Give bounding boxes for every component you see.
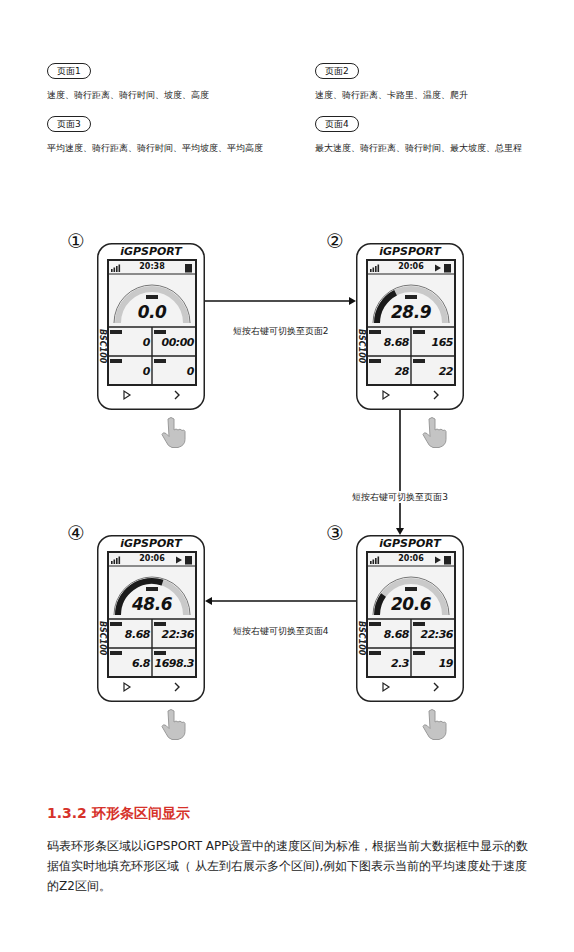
- callout-number: ②: [323, 229, 347, 253]
- field-value: 2.3: [369, 657, 409, 670]
- hand-icon: [423, 710, 446, 740]
- hand-icon: [162, 418, 185, 448]
- clock-time: 20:06: [386, 262, 436, 272]
- field-list: 平均速度、骑行距离、骑行时间、平均坡度、平均高度: [47, 142, 263, 154]
- callout-number: ①: [64, 229, 88, 253]
- field-value: 22:36: [413, 628, 453, 641]
- clock-time: 20:06: [127, 554, 177, 564]
- arrow-label: 短按右键可切换至页面4: [231, 625, 331, 637]
- switch-arrow: [205, 297, 356, 305]
- arrow-label: 短按右键可切换至页面3: [350, 491, 450, 503]
- field-value: 22: [413, 365, 453, 378]
- device-panel: ③iGPSPORT20:0620.68.6822:362.319: [356, 535, 464, 702]
- main-value: 28.9: [381, 302, 441, 322]
- field-value: 19: [413, 657, 453, 670]
- switch-arrow: [396, 410, 404, 535]
- field-value: 8.68: [369, 628, 409, 641]
- brand-logo: iGPSPORT: [111, 245, 191, 258]
- device-panel: ①iGPSPORT20:380.0000:0000: [97, 243, 205, 410]
- page-tag: 页面4: [315, 116, 359, 132]
- brand-logo: iGPSPORT: [370, 537, 450, 550]
- field-value: 0: [110, 336, 150, 349]
- field-value: 8.68: [369, 336, 409, 349]
- page-tag-text: 页面2: [325, 66, 349, 76]
- section-heading: 1.3.2 环形条区间显示: [47, 805, 190, 823]
- field-value: 0: [110, 365, 150, 378]
- field-value: 8.68: [110, 628, 150, 641]
- clock-time: 20:06: [386, 554, 436, 564]
- clock-time: 20:38: [127, 262, 177, 272]
- device-panel: ④iGPSPORT20:0648.68.6822:366.81698.3: [97, 535, 205, 702]
- field-value: 00:00: [154, 336, 194, 349]
- page-tag-text: 页面4: [325, 119, 349, 129]
- field-value: 22:36: [154, 628, 194, 641]
- brand-logo: iGPSPORT: [111, 537, 191, 550]
- page-tag: 页面3: [47, 116, 91, 132]
- body-paragraph: 码表环形条区域以iGPSPORT APP设置中的速度区间为标准，根据当前大数据框…: [47, 836, 533, 896]
- main-value: 20.6: [381, 594, 441, 614]
- model-name: BSC100: [357, 329, 366, 363]
- field-list: 速度、骑行距离、卡路里、温度、爬升: [315, 89, 468, 101]
- hand-icon: [162, 710, 185, 740]
- main-value: 0.0: [122, 302, 182, 322]
- field-value: 28: [369, 365, 409, 378]
- field-value: 165: [413, 336, 453, 349]
- model-name: BSC100: [98, 621, 107, 655]
- main-value: 48.6: [122, 594, 182, 614]
- model-name: BSC100: [98, 329, 107, 363]
- device-panel: ②iGPSPORT20:0628.98.681652822: [356, 243, 464, 410]
- field-list: 最大速度、骑行距离、骑行时间、最大坡度、总里程: [315, 142, 522, 154]
- model-name: BSC100: [357, 621, 366, 655]
- brand-logo: iGPSPORT: [370, 245, 450, 258]
- switch-arrow: [205, 597, 356, 605]
- callout-number: ④: [64, 521, 88, 545]
- field-value: 6.8: [110, 657, 150, 670]
- arrow-label: 短按右键可切换至页面2: [231, 325, 331, 337]
- field-list: 速度、骑行距离、骑行时间、坡度、高度: [47, 89, 209, 101]
- page-tag: 页面2: [315, 63, 359, 79]
- field-value: 1698.3: [154, 657, 194, 670]
- page-tag-text: 页面1: [57, 66, 81, 76]
- callout-number: ③: [323, 521, 347, 545]
- hand-icon: [423, 418, 446, 448]
- page-tag: 页面1: [47, 63, 91, 79]
- field-value: 0: [154, 365, 194, 378]
- page-tag-text: 页面3: [57, 119, 81, 129]
